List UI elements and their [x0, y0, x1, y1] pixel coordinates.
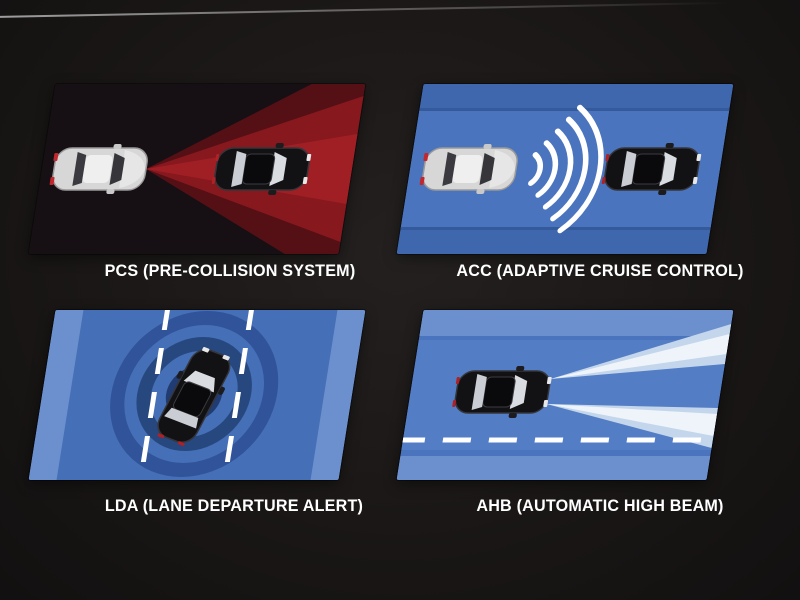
panel-pcs — [28, 84, 366, 254]
silver-car-icon — [47, 143, 151, 195]
panel-lda — [28, 310, 366, 480]
label-acc: ACC (ADAPTIVE CRUISE CONTROL) — [456, 261, 744, 280]
pcs-illustration — [28, 84, 366, 254]
label-lda: LDA (LANE DEPARTURE ALERT) — [104, 496, 364, 515]
label-ahb: AHB (AUTOMATIC HIGH BEAM) — [476, 496, 724, 515]
ahb-illustration — [396, 310, 734, 480]
dark-car-icon — [599, 142, 704, 196]
dark-car-icon — [449, 365, 555, 419]
lane-line-icon — [137, 310, 255, 480]
panel-acc — [396, 84, 734, 254]
silver-car-icon — [417, 143, 521, 195]
panel-ahb — [396, 310, 734, 480]
dark-car-icon — [209, 142, 314, 196]
radar-waves-icon — [528, 104, 604, 234]
acc-illustration — [396, 84, 734, 254]
label-pcs: PCS (PRE-COLLISION SYSTEM) — [104, 261, 356, 280]
decorative-streak — [0, 1, 728, 19]
lda-illustration — [28, 310, 366, 480]
